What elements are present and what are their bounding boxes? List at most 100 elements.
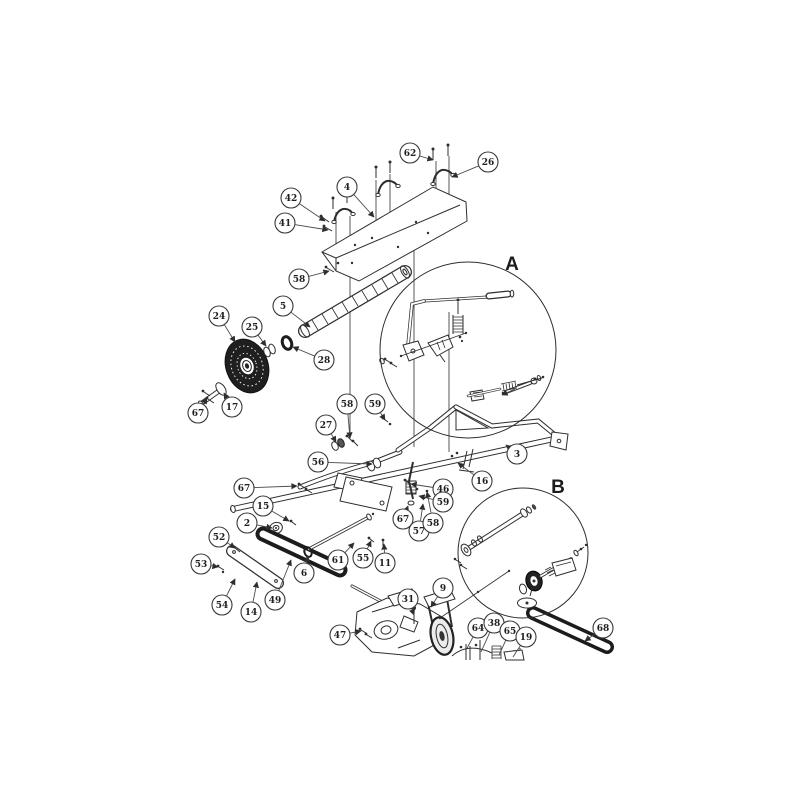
callout-number-26: 26 (482, 158, 495, 168)
callout-balloon-25 (241, 316, 263, 338)
callout-balloon-4 (336, 176, 358, 198)
callout-balloon-16 (471, 470, 493, 492)
callout-38-39: 38 (480, 612, 505, 653)
callout-balloon-49 (264, 589, 286, 611)
callout-26-1: 26 (451, 151, 499, 178)
callout-leader-58 (346, 414, 353, 439)
callout-number-9: 9 (440, 584, 446, 594)
callout-leader-25 (257, 335, 267, 347)
callout-number-56: 56 (312, 458, 325, 468)
callout-leader-47 (350, 628, 362, 636)
callout-leader-16 (457, 462, 474, 476)
callout-balloon-14 (240, 601, 262, 623)
callout-number-31: 31 (402, 595, 415, 605)
drive-belt (526, 606, 614, 654)
callout-31-35: 31 (397, 588, 419, 616)
detail-section-B: B (457, 477, 589, 619)
callout-14-29: 14 (240, 581, 262, 623)
callout-leader-31 (409, 608, 415, 616)
callout-number-5: 5 (280, 302, 286, 312)
callout-balloon-59 (364, 393, 386, 415)
hitch-tongue (395, 404, 569, 453)
detail-a-parts (379, 289, 545, 398)
callout-leader-67 (201, 397, 208, 405)
callout-number-58: 58 (293, 275, 306, 285)
callout-leader-49 (278, 559, 292, 591)
callout-number-53: 53 (195, 560, 208, 570)
callout-5-6: 5 (272, 295, 311, 328)
callout-67-20: 67 (392, 505, 414, 530)
callout-number-24: 24 (213, 312, 226, 322)
callout-67-23: 67 (233, 477, 298, 499)
callout-19-41: 19 (512, 626, 537, 658)
callout-58-13: 58 (336, 393, 358, 439)
callout-leader-52 (227, 542, 236, 549)
callout-number-27: 27 (320, 421, 333, 431)
callout-balloon-9 (432, 577, 454, 599)
callout-balloon-59 (432, 491, 454, 513)
callout-balloon-17 (221, 396, 243, 418)
callout-leader-17 (223, 392, 230, 400)
callout-62-0: 62 (399, 142, 434, 164)
callout-balloon-42 (280, 187, 302, 209)
callout-balloon-28 (313, 349, 335, 371)
callout-number-47: 47 (334, 631, 347, 641)
callout-leader-38 (480, 632, 491, 653)
callout-balloon-67 (187, 402, 209, 424)
callout-balloon-58 (422, 512, 444, 534)
callout-41-4: 41 (274, 212, 329, 234)
detail-b-parts (438, 504, 588, 620)
machine-artwork (197, 143, 614, 661)
callout-balloon-2 (236, 512, 258, 534)
callout-number-2: 2 (244, 519, 250, 529)
callout-number-58: 58 (427, 519, 440, 529)
callout-balloon-26 (477, 151, 499, 173)
callout-balloon-55 (352, 547, 374, 569)
callout-leader-27 (330, 433, 337, 443)
callout-number-62: 62 (404, 149, 417, 159)
callout-balloon-24 (208, 305, 230, 327)
callout-number-64: 64 (472, 624, 485, 634)
callout-balloon-5 (272, 295, 294, 317)
detail-sections-layer: AB (379, 254, 589, 619)
callout-6-31: 6 (293, 555, 315, 584)
roller-hub (331, 416, 392, 451)
drive-arm-plates (333, 472, 393, 512)
callout-number-67: 67 (397, 515, 410, 525)
callout-balloon-61 (327, 549, 349, 571)
callout-balloon-58 (336, 393, 358, 415)
callout-leader-4 (353, 194, 375, 218)
callout-52-26: 52 (208, 526, 236, 549)
callout-number-55: 55 (357, 554, 370, 564)
callout-number-59: 59 (437, 498, 450, 508)
callout-number-17: 17 (226, 403, 239, 413)
callout-leader-24 (224, 324, 236, 343)
callout-number-14: 14 (245, 608, 258, 618)
callout-leader-53 (211, 562, 219, 570)
detail-circle-A (379, 261, 557, 439)
roller-tube (298, 265, 412, 338)
callout-balloon-56 (307, 451, 329, 473)
callout-47-37: 47 (329, 624, 362, 646)
callout-55-33: 55 (352, 540, 374, 569)
callout-number-67: 67 (192, 409, 205, 419)
callout-leader-26 (451, 165, 479, 178)
callout-17-11: 17 (221, 392, 243, 418)
detail-section-A: A (379, 254, 557, 439)
callout-27-12: 27 (315, 414, 337, 443)
callout-balloon-53 (190, 553, 212, 575)
callout-25-8: 25 (241, 316, 267, 347)
callout-balloon-19 (515, 626, 537, 648)
callout-balloon-41 (274, 212, 296, 234)
callout-11-34: 11 (374, 543, 396, 574)
callout-leader-59 (418, 494, 433, 501)
callout-balloon-31 (397, 588, 419, 610)
callout-number-15: 15 (257, 502, 270, 512)
callout-number-41: 41 (279, 219, 292, 229)
callout-leader-58 (309, 269, 330, 277)
callout-49-30: 49 (264, 559, 292, 611)
idler-bar (226, 545, 284, 589)
callout-leader-54 (226, 578, 236, 596)
